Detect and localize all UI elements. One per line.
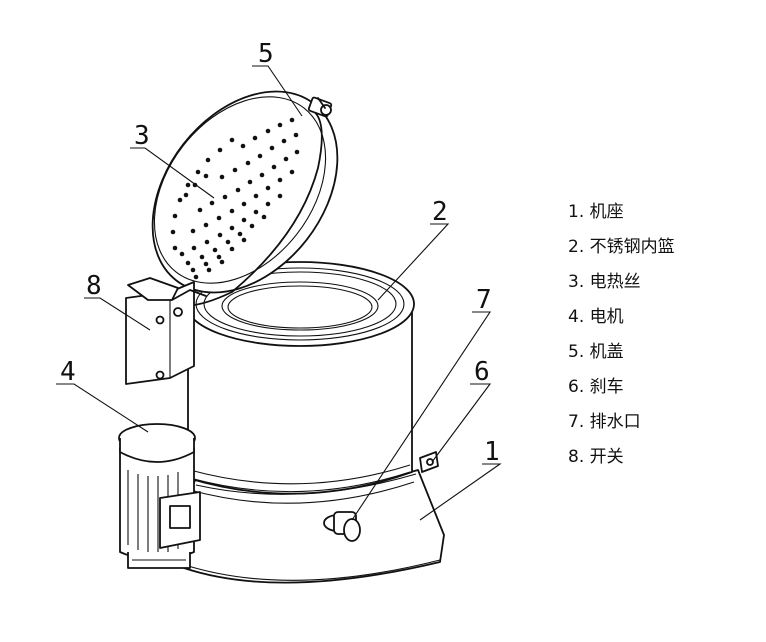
legend-item-basket: 2. 不锈钢内篮: [568, 237, 675, 257]
legend-item-drain: 7. 排水口: [568, 412, 641, 432]
drum-body: [187, 299, 415, 504]
heating-wire-holes: [170, 117, 300, 280]
callout-7: 7: [476, 285, 492, 315]
legend-item-brake: 6. 刹车: [568, 377, 624, 397]
callout-8: 8: [86, 271, 102, 301]
electric-motor: [118, 423, 201, 569]
legend-item-heating-wire: 3. 电热丝: [568, 272, 641, 292]
parts-legend: 1. 机座 2. 不锈钢内篮 3. 电热丝 4. 电机 5. 机盖 6. 刹车 …: [568, 195, 675, 475]
callout-5: 5: [258, 39, 274, 69]
switch-box: [125, 277, 207, 385]
callout-6: 6: [474, 357, 490, 387]
legend-item-base: 1. 机座: [568, 202, 624, 222]
callout-1: 1: [484, 437, 500, 467]
legend-item-lid: 5. 机盖: [568, 342, 624, 362]
legend-item-motor: 4. 电机: [568, 307, 624, 327]
machine-lid: [151, 90, 339, 307]
callout-4: 4: [60, 357, 76, 387]
callout-2: 2: [432, 197, 448, 227]
drain-outlet: [323, 511, 361, 542]
legend-item-switch: 8. 开关: [568, 447, 624, 467]
leader-lines: [56, 65, 502, 521]
callout-3: 3: [134, 121, 150, 151]
brake-lever: [419, 451, 439, 473]
